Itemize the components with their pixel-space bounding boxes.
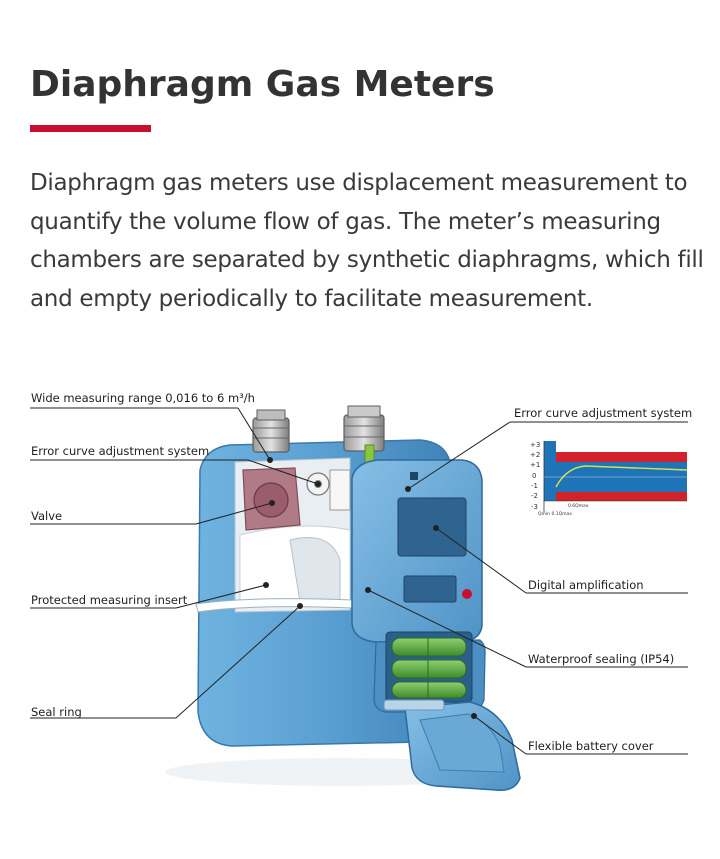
label-wide-measuring-range: Wide measuring range 0,016 to 6 m³/h [31,391,255,405]
inlet-pipe [252,417,290,453]
gas-meter-diagram: +3 +2 +1 0 -1 -2 -3 Qmin 0.1Qmax 0.6Qmax [0,370,720,810]
chart-ytick: 0 [532,472,536,480]
chart-ytick: +2 [530,451,540,459]
label-protected-measuring-insert: Protected measuring insert [31,593,188,607]
error-curve-chart: +3 +2 +1 0 -1 -2 -3 Qmin 0.1Qmax 0.6Qmax [530,440,688,517]
label-valve: Valve [31,509,62,523]
display-window [397,497,467,557]
status-led [462,589,472,599]
label-digital-amplification: Digital amplification [528,578,644,592]
chart-ytick: +3 [530,441,540,449]
chart-ytick: -3 [531,503,538,511]
page-title: Diaphragm Gas Meters [30,64,495,105]
chart-xlabel: 0.6Qmax [568,503,589,509]
battery-cell [391,637,467,657]
label-window [403,575,457,603]
intro-paragraph: Diaphragm gas meters use displacement me… [30,170,704,312]
gas-meter-illustration: +3 +2 +1 0 -1 -2 -3 Qmin 0.1Qmax 0.6Qmax [30,391,692,791]
valve-disc [253,482,289,518]
chart-ytick: -2 [531,492,538,500]
chart-xlabel: Qmin 0.1Qmax [538,511,572,517]
label-waterproof-sealing: Waterproof sealing (IP54) [528,652,674,666]
label-error-curve-right: Error curve adjustment system [514,406,692,420]
outlet-pipe [343,414,385,452]
label-seal-ring: Seal ring [31,705,82,719]
title-accent-bar [30,125,151,132]
label-flexible-battery-cover: Flexible battery cover [528,739,654,753]
chart-ytick: -1 [531,482,538,490]
chart-ytick: +1 [530,461,540,469]
label-error-curve-left: Error curve adjustment system [31,444,209,458]
